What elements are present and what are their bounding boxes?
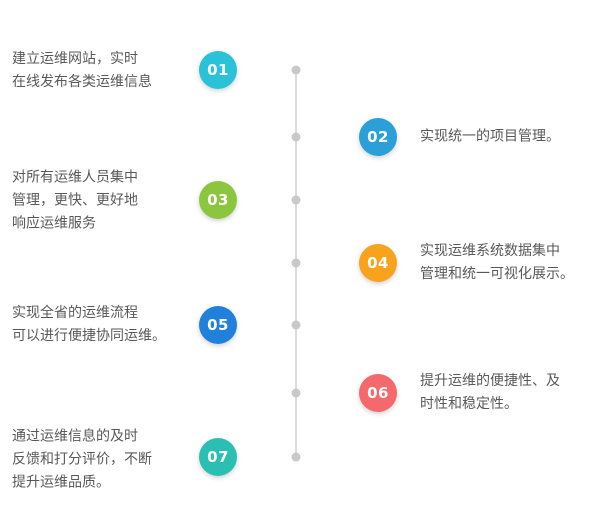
timeline-dot xyxy=(291,132,301,142)
step-text-03: 对所有运维人员集中 管理，更快、更好地 响应运维服务 xyxy=(12,167,138,236)
text-line: 可以进行便捷协同运维。 xyxy=(12,328,166,344)
text-line: 提升运维品质。 xyxy=(12,474,110,491)
text-line: 通过运维信息的及时 xyxy=(12,428,138,445)
timeline-dot xyxy=(291,258,301,268)
step-text-02: 实现统一的项目管理。 xyxy=(420,126,560,149)
text-line: 实现统一的项目管理。 xyxy=(420,128,560,145)
text-line: 管理，更快、更好地 xyxy=(12,192,138,209)
timeline-dot xyxy=(291,65,301,75)
text-line: 实现全省的运维流程 xyxy=(12,305,138,321)
step-circle-02: 02 xyxy=(359,118,397,156)
text-line: 时性和稳定性。 xyxy=(420,396,518,412)
step-circle-06: 06 xyxy=(359,374,397,412)
text-line: 提升运维的便捷性、及 xyxy=(420,373,560,389)
step-circle-07: 07 xyxy=(199,438,237,476)
text-line: 对所有运维人员集中 xyxy=(12,169,138,186)
text-line: 实现运维系统数据集中 xyxy=(420,243,560,259)
step-text-05: 实现全省的运维流程 可以进行便捷协同运维。 xyxy=(12,302,166,348)
step-circle-01: 01 xyxy=(199,51,237,89)
step-text-07: 通过运维信息的及时 反馈和打分评价，不断 提升运维品质。 xyxy=(12,426,152,495)
timeline-dot xyxy=(291,320,301,330)
timeline-dot xyxy=(291,195,301,205)
step-circle-04: 04 xyxy=(359,244,397,282)
text-line: 在线发布各类运维信息 xyxy=(12,74,152,90)
text-line: 反馈和打分评价，不断 xyxy=(12,451,152,468)
step-circle-05: 05 xyxy=(199,306,237,344)
text-line: 建立运维网站，实时 xyxy=(12,51,138,67)
text-line: 管理和统一可视化展示。 xyxy=(420,266,574,282)
step-text-01: 建立运维网站，实时 在线发布各类运维信息 xyxy=(12,48,152,94)
timeline-dot xyxy=(291,388,301,398)
text-line: 响应运维服务 xyxy=(12,215,96,232)
timeline-dot xyxy=(291,452,301,462)
step-text-06: 提升运维的便捷性、及 时性和稳定性。 xyxy=(420,370,560,416)
step-text-04: 实现运维系统数据集中 管理和统一可视化展示。 xyxy=(420,240,574,286)
step-circle-03: 03 xyxy=(199,181,237,219)
